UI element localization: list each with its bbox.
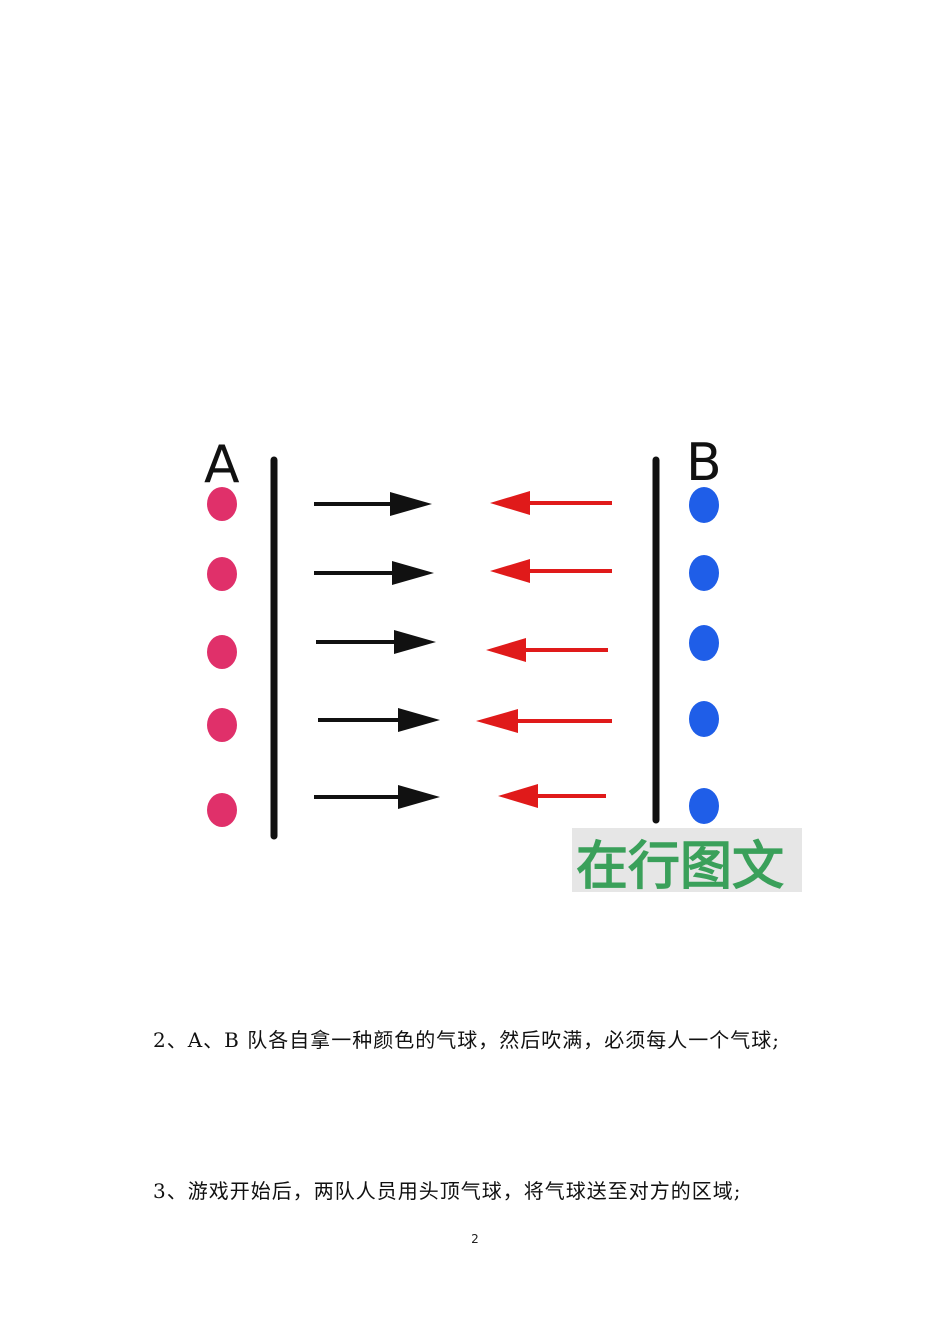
team-b-arrows	[476, 491, 612, 808]
rule-paragraph-2: 2、A、B 队各自拿一种颜色的气球，然后吹满，必须每人一个气球;	[153, 1028, 780, 1052]
team-b-player-dot	[689, 701, 719, 737]
arrowhead	[490, 491, 530, 515]
arrowhead	[390, 492, 432, 516]
watermark-text: 在行图文	[576, 837, 784, 897]
team-b-player-dot	[689, 788, 719, 824]
page-number: 2	[471, 1232, 479, 1246]
arrowhead	[476, 709, 518, 733]
arrowhead	[490, 559, 530, 583]
team-a-player-dot	[207, 708, 237, 742]
team-b-player-dot	[689, 555, 719, 591]
arrowhead	[392, 561, 434, 585]
arrowhead	[398, 785, 440, 809]
team-a-label: A	[204, 435, 240, 495]
arrowhead	[394, 630, 436, 654]
team-a-player-dot	[207, 557, 237, 591]
arrowhead	[486, 638, 526, 662]
team-b-player-dot	[689, 487, 719, 523]
team-a-player-dot	[207, 793, 237, 827]
team-balloon-diagram: A B 在行图文	[204, 433, 802, 897]
arrowhead	[398, 708, 440, 732]
rule-paragraph-3: 3、游戏开始后，两队人员用头顶气球，将气球送至对方的区域;	[153, 1179, 742, 1203]
watermark-background	[572, 828, 802, 892]
team-a-player-dot	[207, 487, 237, 521]
arrowhead	[498, 784, 538, 808]
team-b-player-dot	[689, 625, 719, 661]
team-a-player-dot	[207, 635, 237, 669]
team-b-label: B	[686, 433, 722, 493]
team-a-arrows	[314, 492, 440, 809]
